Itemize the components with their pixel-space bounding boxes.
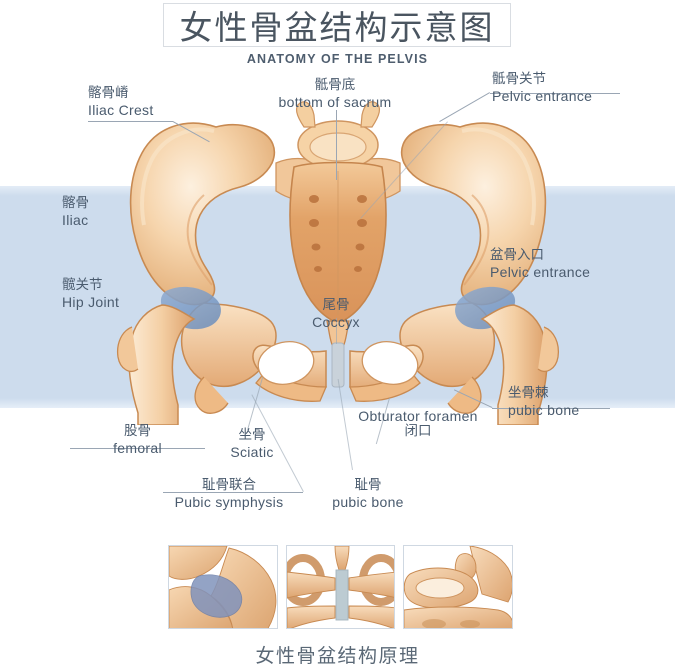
label-hip-joint-cn: 髋关节 — [62, 277, 103, 293]
label-pubic-symphysis: 耻骨联合 Pubic symphysis — [155, 477, 303, 510]
thumb3-shadow-left — [422, 619, 447, 628]
thumb1-cartilage — [190, 574, 243, 618]
label-pelvic-entrance-cn: 盆骨入口 — [490, 247, 544, 263]
thumb3-body — [404, 606, 513, 628]
label-obturator-foramen-cn: 闭口 — [404, 423, 432, 440]
thumb2-ramus-left — [286, 571, 336, 599]
label-iliac: 髂骨 Iliac — [62, 195, 89, 228]
label-sacral-joint-cn: 骶骨关节 — [492, 71, 546, 87]
label-coccyx-cn: 尾骨 — [322, 297, 350, 313]
thumb2-ramus-right-lower — [348, 605, 395, 628]
thumb2-ramus-right — [348, 571, 395, 598]
label-pubic-symphysis-cn: 耻骨联合 — [202, 477, 256, 493]
ilium-right-crest-highlight — [461, 127, 536, 226]
page-subtitle: ANATOMY OF THE PELVIS — [246, 52, 429, 66]
label-iliac-crest: 髂骨嵴 Iliac Crest — [88, 85, 154, 118]
leader-bottom-of-sacrum — [336, 110, 337, 180]
page-title: 女性骨盆结构示意图 — [179, 8, 495, 47]
thumb2-ramus-left-lower — [286, 605, 336, 628]
label-sciatic: 坐骨 Sciatic — [212, 427, 292, 460]
lumbar-vertebra — [295, 101, 381, 170]
thumb3-shadow-right — [460, 620, 481, 628]
greater-trochanter-left — [116, 326, 139, 372]
label-iliac-crest-cn: 髂骨嵴 — [88, 85, 129, 101]
label-pubic-symphysis-en: Pubic symphysis — [174, 493, 284, 510]
label-obturator-foramen-en: Obturator foramen — [358, 408, 478, 424]
label-coccyx-en: Coccyx — [312, 313, 360, 330]
leader-ischial-spine-h — [492, 408, 610, 409]
title-box: 女性骨盆结构示意图 — [163, 3, 511, 47]
detail-thumbnails — [168, 545, 514, 629]
thumb-obturator[interactable] — [403, 545, 514, 629]
label-bottom-of-sacrum-en: bottom of sacrum — [278, 93, 392, 110]
thumb1-ilium — [168, 546, 228, 580]
ilium-right-inner-shade — [463, 194, 490, 286]
label-ischial-spine: 坐骨棘 pubic bone — [508, 385, 580, 418]
ilium-left-crest-highlight — [140, 127, 215, 226]
band-bottom-fade — [0, 398, 675, 408]
label-pubic-bone-en: pubic bone — [332, 493, 404, 510]
obturator-foramen-right — [361, 340, 419, 386]
leader-pubic-symphysis-h — [163, 492, 303, 493]
transverse-process-right — [360, 101, 381, 128]
label-pubic-bone-cn: 耻骨 — [354, 477, 382, 493]
leader-femoral-h — [70, 448, 205, 449]
thumb2-coccyx — [334, 546, 350, 571]
label-pelvic-entrance-en: Pelvic entrance — [490, 263, 591, 280]
label-hip-joint-en: Hip Joint — [62, 293, 120, 310]
pelvis-illustration — [116, 101, 560, 425]
label-femoral-cn: 股骨 — [124, 423, 151, 439]
label-sciatic-en: Sciatic — [230, 443, 274, 460]
ilium-left-inner-shade — [186, 194, 213, 286]
label-obturator-foramen: Obturator foramen 闭口 — [358, 408, 478, 440]
ischial-tuberosity-left — [194, 376, 229, 414]
greater-trochanter-right — [537, 326, 560, 372]
label-femoral-en: femoral — [113, 439, 162, 456]
leader-iliac-crest-h — [88, 121, 173, 122]
label-sciatic-cn: 坐骨 — [238, 427, 266, 443]
label-sacral-joint: 骶骨关节 Pelvic entrance — [492, 71, 593, 104]
label-iliac-en: Iliac — [62, 211, 89, 228]
label-sacral-joint-en: Pelvic entrance — [492, 87, 593, 104]
thumb-pubic-symphysis[interactable] — [285, 545, 396, 629]
thumb2-symphysis-disc — [335, 569, 349, 621]
label-hip-joint: 髋关节 Hip Joint — [62, 277, 120, 310]
pelvis-bones — [116, 101, 560, 425]
label-ischial-spine-en: pubic bone — [508, 401, 580, 418]
thumb3-foramen — [415, 577, 465, 599]
label-bottom-of-sacrum-cn: 骶骨底 — [314, 77, 356, 93]
obturator-foramen-left — [257, 340, 315, 386]
sacral-foramina — [309, 195, 367, 272]
label-iliac-cn: 髂骨 — [62, 195, 89, 211]
leader-sacral-joint-h — [490, 93, 620, 94]
label-pubic-bone: 耻骨 pubic bone — [318, 477, 418, 510]
femur-left — [128, 304, 196, 425]
ilium-left — [129, 122, 276, 306]
leader-coccyx — [336, 318, 337, 344]
label-bottom-of-sacrum: 骶骨底 bottom of sacrum — [255, 77, 415, 110]
label-iliac-crest-en: Iliac Crest — [88, 101, 154, 118]
label-femoral: 股骨 femoral — [70, 423, 205, 456]
ilium-right — [400, 122, 547, 306]
thumb-hip-joint[interactable] — [168, 545, 278, 629]
footer-caption: 女性骨盆结构原理 — [255, 645, 420, 667]
label-coccyx: 尾骨 Coccyx — [296, 297, 376, 330]
label-pelvic-entrance: 盆骨入口 Pelvic entrance — [490, 247, 591, 280]
label-ischial-spine-cn: 坐骨棘 — [508, 385, 549, 401]
thumb3-ilium — [469, 546, 513, 603]
transverse-process-left — [295, 101, 316, 128]
